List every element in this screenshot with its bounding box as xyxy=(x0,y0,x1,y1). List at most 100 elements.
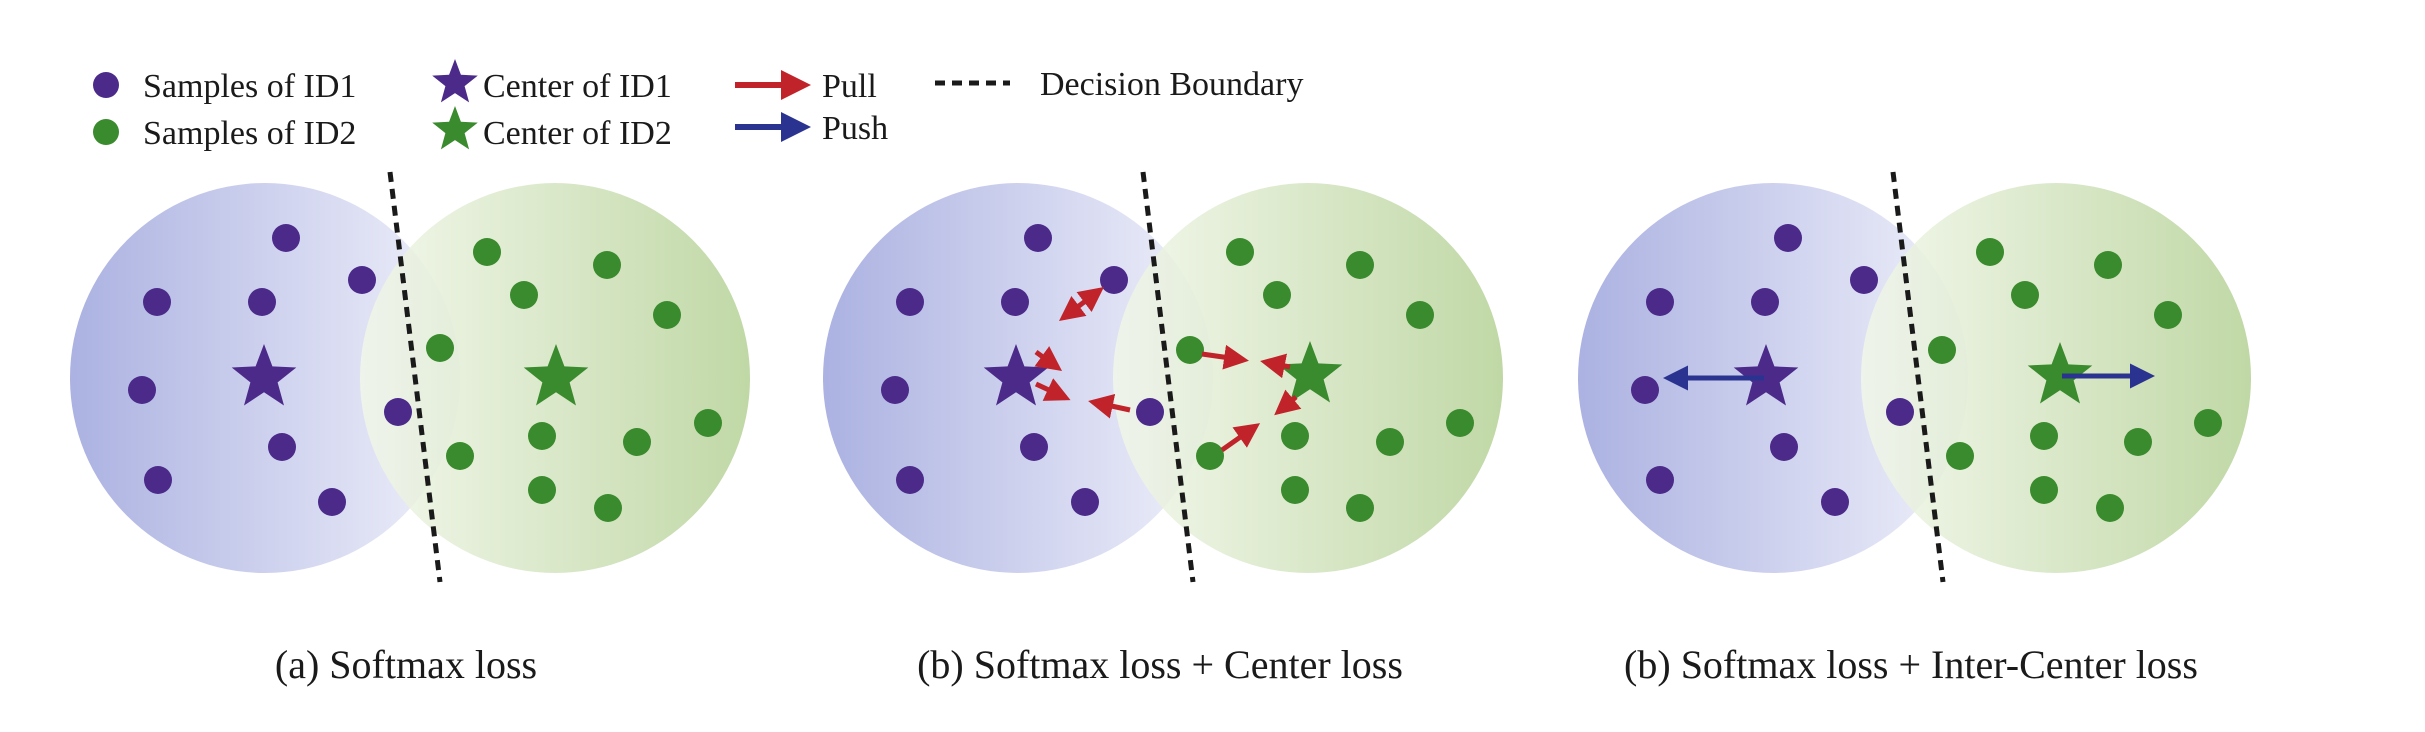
star-shape xyxy=(1277,341,1343,403)
legend-sample-id1-icon xyxy=(93,72,119,98)
id1-sample-point xyxy=(128,376,156,404)
legend-boundary-label: Decision Boundary xyxy=(1040,66,1303,103)
id2-sample-point xyxy=(1928,336,1956,364)
legend-center-id1-icon xyxy=(432,59,478,103)
id1-center-star xyxy=(231,344,297,406)
id1-sample-point xyxy=(1136,398,1164,426)
pull-arrow xyxy=(1260,353,1291,379)
pull-arrow xyxy=(1088,394,1131,419)
id1-sample-point xyxy=(348,266,376,294)
id1-sample-point xyxy=(318,488,346,516)
legend-push-label: Push xyxy=(822,110,888,147)
id2-center-star xyxy=(523,344,589,406)
legend-pull-label: Pull xyxy=(822,68,877,105)
id2-sample-point xyxy=(510,281,538,309)
decision-boundary xyxy=(1140,171,1196,583)
id1-sample-point xyxy=(896,466,924,494)
id1-sample-point xyxy=(1751,288,1779,316)
id2-sample-point xyxy=(2124,428,2152,456)
legend-center-id1-label: Center of ID1 xyxy=(483,68,672,105)
id1-sample-point xyxy=(1631,376,1659,404)
id2-center-star xyxy=(1277,341,1343,403)
id1-sample-point xyxy=(1071,488,1099,516)
pull-arrow xyxy=(1274,389,1302,416)
id1-sample-point xyxy=(1886,398,1914,426)
id2-sample-point xyxy=(1263,281,1291,309)
id1-sample-point xyxy=(143,288,171,316)
id2-sample-point xyxy=(1446,409,1474,437)
id1-center-star xyxy=(983,344,1049,406)
id1-sample-point xyxy=(1770,433,1798,461)
panel-inter-center-loss: (b) Softmax loss + Inter-Center loss xyxy=(1578,171,2251,687)
id2-sample-point xyxy=(1281,422,1309,450)
id1-sample-point xyxy=(1646,466,1674,494)
id2-sample-point xyxy=(594,494,622,522)
id2-sample-point xyxy=(1281,476,1309,504)
id2-sample-point xyxy=(1976,238,2004,266)
pull-arrow xyxy=(1034,378,1071,401)
id1-sample-point xyxy=(248,288,276,316)
pull-arrow xyxy=(1034,346,1063,371)
star-shape xyxy=(432,59,478,103)
id1-sample-point xyxy=(1024,224,1052,252)
id1-sample-point xyxy=(1001,288,1029,316)
panel-center-loss: (b) Softmax loss + Center loss xyxy=(823,171,1503,687)
pull-arrow xyxy=(1220,423,1261,453)
id1-sample-point xyxy=(1774,224,1802,252)
id1-center-star xyxy=(1733,344,1799,406)
id2-sample-point xyxy=(1946,442,1974,470)
id2-sample-point xyxy=(694,409,722,437)
star-shape xyxy=(1733,344,1799,406)
star-shape xyxy=(2027,342,2093,404)
pull-arrow xyxy=(1059,286,1104,322)
id1-sample-point xyxy=(144,466,172,494)
pull-arrow xyxy=(1201,344,1249,370)
id2-sample-point xyxy=(426,334,454,362)
legend-sample-id2-label: Samples of ID2 xyxy=(143,115,356,152)
id2-sample-point xyxy=(2154,301,2182,329)
id2-sample-point xyxy=(2030,476,2058,504)
id1-sample-point xyxy=(1100,266,1128,294)
id2-sample-point xyxy=(1196,442,1224,470)
star-shape xyxy=(432,106,478,150)
id2-sample-point xyxy=(473,238,501,266)
id2-sample-point xyxy=(2011,281,2039,309)
id1-sample-point xyxy=(268,433,296,461)
panel-caption: (a) Softmax loss xyxy=(275,642,537,687)
legend-center-id2-label: Center of ID2 xyxy=(483,115,672,152)
id1-sample-point xyxy=(1646,288,1674,316)
star-shape xyxy=(523,344,589,406)
panel-caption: (b) Softmax loss + Inter-Center loss xyxy=(1624,642,2198,687)
id1-sample-point xyxy=(881,376,909,404)
id2-sample-point xyxy=(1226,238,1254,266)
id2-center-star xyxy=(2027,342,2093,404)
id2-sample-point xyxy=(2094,251,2122,279)
legend: Samples of ID1 Samples of ID2 Center of … xyxy=(93,59,1303,152)
panel-caption: (b) Softmax loss + Center loss xyxy=(917,642,1403,687)
id2-sample-point xyxy=(1346,251,1374,279)
id2-sample-point xyxy=(653,301,681,329)
id2-sample-point xyxy=(2030,422,2058,450)
id2-sample-point xyxy=(593,251,621,279)
decision-boundary xyxy=(1890,171,1946,583)
id1-sample-point xyxy=(272,224,300,252)
legend-center-id2-icon xyxy=(432,106,478,150)
id2-sample-point xyxy=(1346,494,1374,522)
decision-boundary xyxy=(387,171,443,583)
id1-sample-point xyxy=(384,398,412,426)
id1-sample-point xyxy=(1850,266,1878,294)
id2-sample-point xyxy=(2194,409,2222,437)
legend-sample-id2-icon xyxy=(93,119,119,145)
id2-sample-point xyxy=(446,442,474,470)
id2-sample-point xyxy=(623,428,651,456)
id2-sample-point xyxy=(528,422,556,450)
id2-sample-point xyxy=(1176,336,1204,364)
id2-sample-point xyxy=(528,476,556,504)
id1-sample-point xyxy=(896,288,924,316)
id1-sample-point xyxy=(1020,433,1048,461)
legend-sample-id1-label: Samples of ID1 xyxy=(143,68,356,105)
id2-sample-point xyxy=(1406,301,1434,329)
star-shape xyxy=(231,344,297,406)
panel-softmax: (a) Softmax loss xyxy=(70,171,750,687)
